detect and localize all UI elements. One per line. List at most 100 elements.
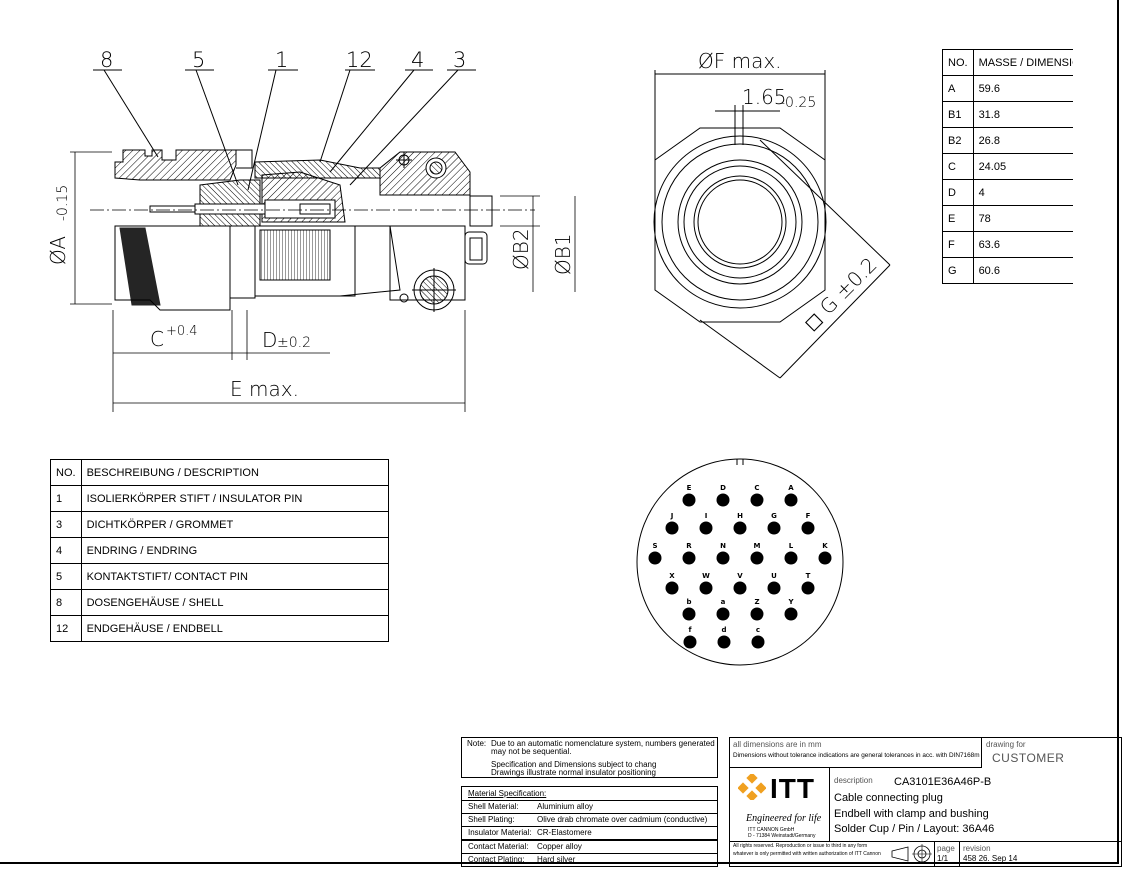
dim-c-tol: +0.4 [166, 324, 198, 339]
dim-e-label: E max. [230, 377, 299, 401]
contact-pin-label: G [771, 512, 777, 520]
contact-pin [801, 581, 815, 595]
dim-d-label: D [262, 328, 277, 352]
tolerance-note: Dimensions without tolerance indications… [733, 752, 980, 759]
part-description-cell: ISOLIERKÖRPER STIFT / INSULATOR PIN [80, 485, 390, 512]
contact-pin [683, 635, 697, 649]
dimension-value: 78 [972, 205, 1073, 232]
part-description-cell: ENDGEHÄUSE / ENDBELL [80, 615, 390, 642]
dim-f-label: ØF max. [698, 49, 782, 73]
contact-pin [699, 581, 713, 595]
description-line-3: Solder Cup / Pin / Layout: 36A46 [834, 823, 995, 835]
rights-line-1: All rights reserved. Reproduction or iss… [733, 843, 868, 849]
dimension-value: 63.6 [972, 231, 1073, 258]
material-value: Hard silver [537, 854, 576, 864]
page-value: 1/1 [937, 854, 949, 863]
dim-a-tol: -0.15 [55, 185, 71, 221]
dimensions-table-wrap: NO. MASSE / DIMENSION A59.6B131.8B226.8C… [942, 49, 1073, 284]
dim-header-no: NO. [942, 49, 974, 76]
part-number-cell: 12 [50, 615, 82, 642]
contact-pin-label: N [720, 542, 726, 550]
company-line-2: D - 71384 Weinstadt/Germany [748, 833, 816, 839]
parts-header-no: NO. [50, 459, 82, 486]
dim-c-label: C [150, 327, 164, 351]
title-dims-cell [729, 737, 982, 768]
contact-pin [716, 493, 730, 507]
description-label: description [834, 776, 873, 785]
contact-pin [801, 521, 815, 535]
pin-layout-view [636, 458, 844, 666]
contact-pin [648, 551, 662, 565]
part-number-cell: 4 [50, 537, 82, 564]
contact-pin [699, 521, 713, 535]
dimension-value: 26.8 [972, 127, 1073, 154]
dimension-key: A [942, 75, 974, 102]
part-number-cell: 1 [50, 485, 82, 512]
contact-pin [784, 493, 798, 507]
contact-pin [733, 581, 747, 595]
drawing-for-value: CUSTOMER [992, 751, 1065, 765]
contact-pin-label: D [720, 484, 726, 492]
contact-pin-label: U [771, 572, 777, 580]
revision-label: revision [963, 844, 991, 853]
contact-pin-label: R [686, 542, 692, 550]
material-key: Contact Material: [468, 841, 529, 851]
dimension-key: F [942, 231, 974, 258]
part-description-cell: DOSENGEHÄUSE / SHELL [80, 589, 390, 616]
dim-a-label: ØA [46, 236, 70, 265]
balloon-5: 5 [192, 48, 205, 72]
material-value: CR-Elastomere [537, 828, 592, 838]
contact-pin-label: X [669, 572, 675, 580]
description-line-2: Endbell with clamp and bushing [834, 808, 989, 820]
contact-pin [716, 551, 730, 565]
contact-pin-label: W [702, 572, 710, 580]
contact-pin [784, 551, 798, 565]
dimension-value: 31.8 [972, 101, 1073, 128]
contact-pin-label: F [806, 512, 811, 520]
contact-pin [716, 607, 730, 621]
dimension-key: D [942, 179, 974, 206]
note-line-2: may not be sequential. [491, 747, 572, 756]
contact-pin [750, 493, 764, 507]
dim-f-small-tol: -0.25 [780, 95, 816, 111]
dim-f-small: 1.65 [742, 85, 787, 109]
material-key: Shell Plating: [468, 815, 515, 825]
contact-pin [818, 551, 832, 565]
itt-logo-icon [737, 772, 767, 802]
note-line-3: Specification and Dimensions subject to … [491, 760, 657, 769]
description-line-1: Cable connecting plug [834, 792, 943, 804]
projection-symbol-icon [890, 843, 934, 865]
dim-b1-label: ØB1 [551, 233, 575, 275]
drawing-for-label: drawing for [986, 740, 1026, 749]
note-line-4: Drawings illustrate normal insulator pos… [491, 768, 656, 777]
contact-pin-label: H [737, 512, 743, 520]
front-view [653, 70, 891, 379]
part-number-cell: 5 [50, 563, 82, 590]
dim-header-value: MASSE / DIMENSION [972, 49, 1073, 76]
tagline: Engineered for life [746, 813, 822, 824]
revision-value: 458 26. Sep 14 [963, 854, 1018, 863]
parts-header-desc: BESCHREIBUNG / DESCRIPTION [80, 459, 390, 486]
parts-table-header: NO. BESCHREIBUNG / DESCRIPTION [50, 459, 390, 486]
contact-pin-label: C [754, 484, 759, 492]
balloon-3: 3 [453, 48, 466, 72]
contact-pin [665, 581, 679, 595]
dimension-value: 24.05 [972, 153, 1073, 180]
contact-pin [750, 551, 764, 565]
contact-pin [682, 493, 696, 507]
contact-pin-label: A [788, 484, 794, 492]
contact-pin-label: I [705, 512, 708, 520]
contact-pin-label: Z [754, 598, 759, 606]
part-description-cell: KONTAKTSTIFT/ CONTACT PIN [80, 563, 390, 590]
contact-pin [767, 581, 781, 595]
